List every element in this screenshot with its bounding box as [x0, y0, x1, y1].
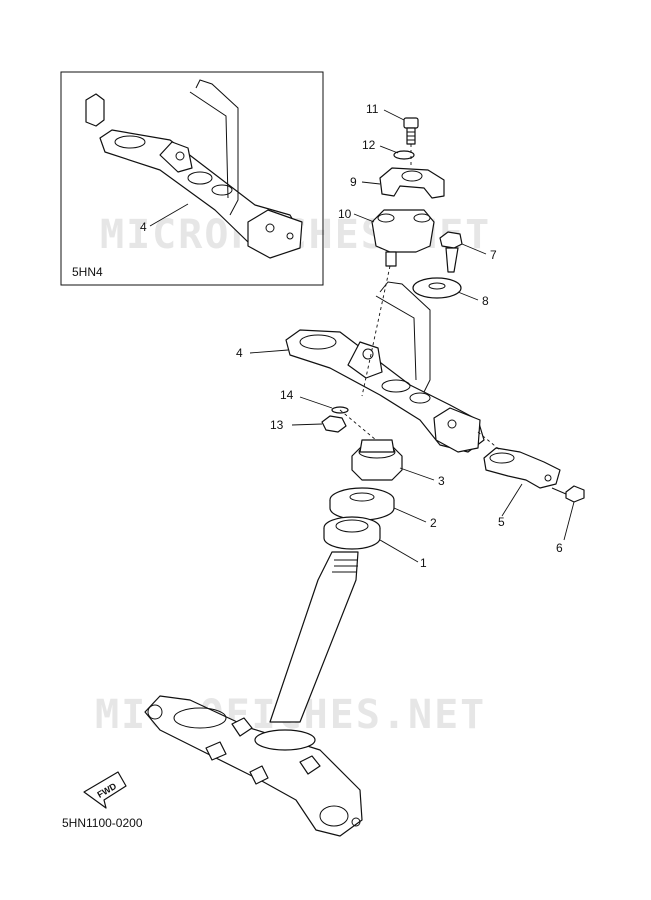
part-8-washer: [412, 277, 462, 299]
callout-6: 6: [556, 541, 563, 555]
callout-2: 2: [430, 516, 437, 530]
steering-stem-lower-bracket: [144, 551, 363, 837]
callout-1: 1: [420, 556, 427, 570]
callout-10: 10: [338, 207, 352, 221]
part-12-washer: [393, 150, 415, 160]
callout-9: 9: [350, 175, 357, 189]
part-6-bolt: [551, 485, 585, 503]
part-4-upper-bracket: [285, 281, 485, 453]
callout-4: 4: [236, 346, 243, 360]
callout-11: 11: [366, 102, 379, 116]
callout-3: 3: [438, 474, 445, 488]
part-5-clamp: [483, 447, 561, 489]
inset-callout-4: 4: [140, 220, 147, 234]
callout-12: 12: [362, 138, 376, 152]
callout-7: 7: [490, 248, 497, 262]
inset-callout-leader: [149, 203, 189, 227]
inset-upper-bracket-drawing: [85, 79, 303, 259]
fwd-arrow-icon: FWD: [83, 771, 127, 809]
part-1-bearing: [323, 516, 381, 550]
callout-leader-lines: [249, 109, 575, 563]
part-9-upper-holder: [379, 167, 445, 199]
inset-code: 5HN4: [72, 265, 103, 279]
part-2-dust-seal: [329, 487, 395, 521]
part-11-bolt: [403, 117, 419, 145]
callout-14: 14: [280, 388, 294, 402]
part-7-flange-bolt: [439, 231, 463, 273]
callout-13: 13: [270, 418, 284, 432]
callout-8: 8: [482, 294, 489, 308]
inset-panel: 4 5HN4: [60, 71, 324, 286]
part-13-nut: [321, 415, 347, 433]
callout-5: 5: [498, 515, 505, 529]
part-10-lower-holder: [371, 209, 435, 267]
diagram-code: 5HN1100-0200: [62, 816, 143, 830]
part-3-ring-nut: [351, 439, 403, 481]
